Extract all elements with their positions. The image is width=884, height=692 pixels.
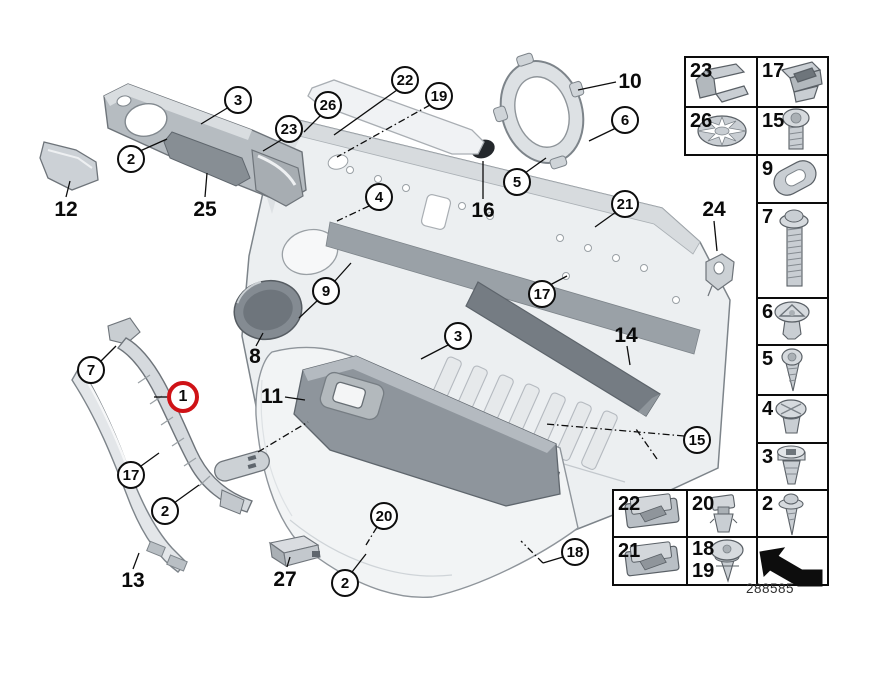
callout-19[interactable]: 19 [425,82,453,110]
direction-arrow-icon [759,547,823,587]
callout-1-highlighted[interactable]: 1 [167,381,199,413]
diagram-number: 288585 [746,581,795,596]
screw-icon [778,493,804,536]
handle-carrier-1-shape [107,317,270,515]
table-cell-9[interactable]: 9 [762,158,774,180]
table-cell-23[interactable]: 23 [690,60,713,82]
sliding-clip-icon [624,493,680,529]
callout-5[interactable]: 5 [503,168,531,196]
table-cell-2[interactable]: 2 [762,493,774,515]
armrest-shape [293,355,561,507]
part-label-14[interactable]: 14 [614,324,638,347]
speaker-cover-shape [233,279,303,341]
clip-icon [709,494,738,533]
part-label-12[interactable]: 12 [54,198,78,221]
callout-17-right[interactable]: 17 [528,280,556,308]
callout-22[interactable]: 22 [391,66,419,94]
clip-icon [695,63,749,103]
table-cell-22[interactable]: 22 [618,493,641,515]
table-cell-7[interactable]: 7 [762,206,774,228]
part-label-24[interactable]: 24 [702,198,726,221]
callout-3-mid[interactable]: 3 [444,322,472,350]
fastener-icons [624,61,823,587]
clip-24-shape [705,253,735,297]
part-label-8[interactable]: 8 [249,345,261,368]
sill-band-shape [325,221,701,355]
table-cell-21[interactable]: 21 [618,540,641,562]
table-cell-15[interactable]: 15 [762,110,785,132]
callout-6[interactable]: 6 [611,106,639,134]
callout-2-bottom[interactable]: 2 [331,569,359,597]
callout-18[interactable]: 18 [561,538,589,566]
callout-4[interactable]: 4 [365,183,393,211]
speaker-ring-shape [492,52,585,170]
callout-3-top[interactable]: 3 [224,86,252,114]
cover-12-shape [39,141,99,191]
star-washer-icon [697,115,747,147]
part-label-11[interactable]: 11 [260,385,284,408]
long-screw-icon [779,209,809,287]
callout-21[interactable]: 21 [611,190,639,218]
screw-icon [782,108,810,150]
trim-13-shape [71,364,188,573]
table-cell-6[interactable]: 6 [762,301,774,323]
pull-trim-25-shape [103,83,307,207]
clip-icon [780,61,823,103]
leader-lines-dashed [257,104,685,564]
screw-icon [781,348,803,392]
sliding-clip-icon [624,541,680,577]
grommet-icon [773,160,817,196]
part-label-25[interactable]: 25 [193,198,217,221]
table-cell-26[interactable]: 26 [690,110,713,132]
callout-26[interactable]: 26 [314,91,342,119]
callout-7[interactable]: 7 [77,356,105,384]
table-cell-18-19[interactable]: 18 19 [692,538,715,582]
table-cell-20[interactable]: 20 [692,493,715,515]
decor-strip-14-shape [465,281,661,417]
lamp-27-shape [268,535,321,568]
part-label-13[interactable]: 13 [121,569,145,592]
table-cell-5[interactable]: 5 [762,348,774,370]
callout-17-left[interactable]: 17 [117,461,145,489]
callout-2-left[interactable]: 2 [151,497,179,525]
rail-22-shape [307,79,485,155]
window-switch-recess [319,371,385,421]
leader-lines [65,81,718,573]
table-cell-17[interactable]: 17 [762,60,785,82]
part-label-27[interactable]: 27 [273,568,297,591]
dome-rivet-icon [710,539,744,583]
callout-2-top[interactable]: 2 [117,145,145,173]
part-label-16[interactable]: 16 [471,199,495,222]
table-cell-3[interactable]: 3 [762,446,774,468]
plug-rivet-icon [775,399,807,434]
table-cell-arrow[interactable] [757,537,828,585]
expansion-rivet-icon [776,445,806,485]
callout-23[interactable]: 23 [275,115,303,143]
callout-9[interactable]: 9 [312,277,340,305]
callout-15[interactable]: 15 [683,426,711,454]
part-label-10[interactable]: 10 [618,70,642,93]
rivet-icon [774,301,810,340]
table-cell-4[interactable]: 4 [762,398,774,420]
callout-20[interactable]: 20 [370,502,398,530]
